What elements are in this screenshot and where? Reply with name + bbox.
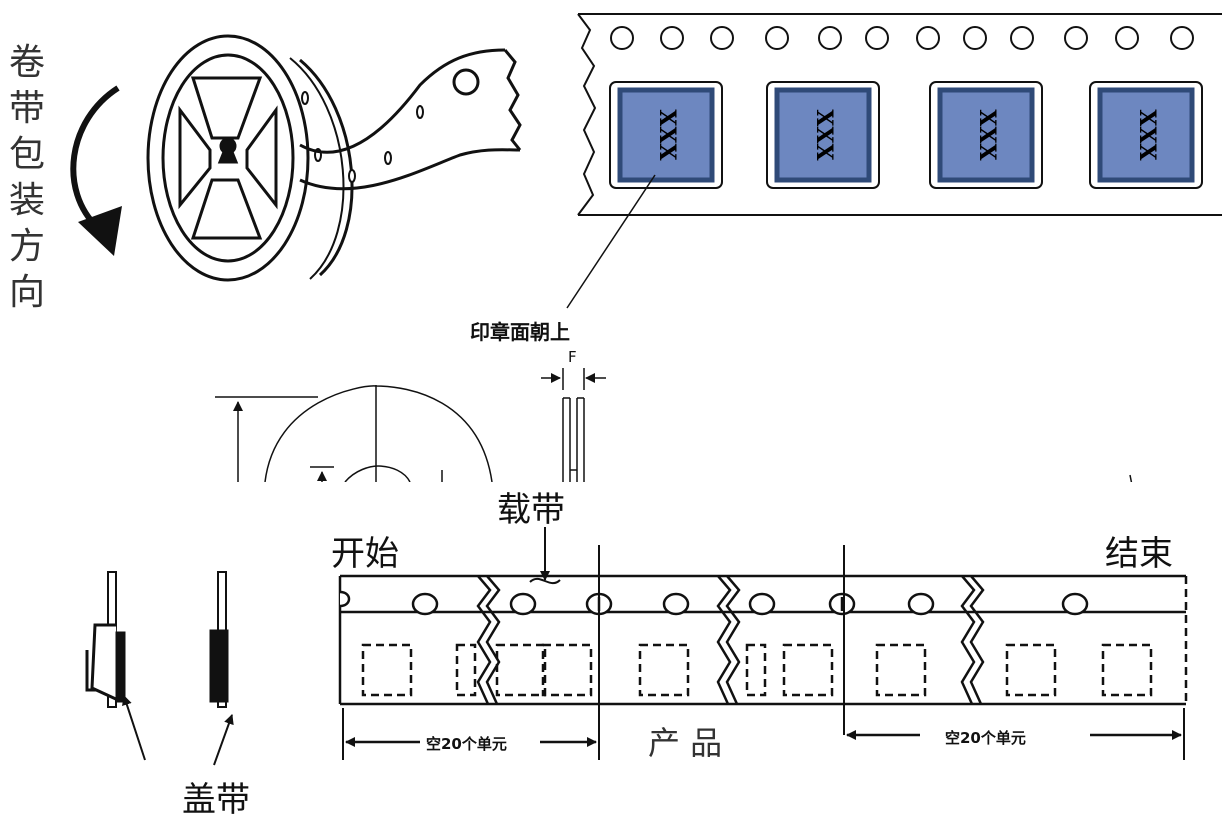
label-char: 带 <box>8 88 45 129</box>
cover-tape-label: 盖带 <box>182 780 250 820</box>
unwound-tape <box>299 48 522 191</box>
winding-direction-arrow <box>70 85 122 256</box>
label-char: 向 <box>8 272 45 313</box>
sprocket-hole <box>1010 26 1034 50</box>
chip-marking: XXX <box>654 109 680 161</box>
trailer-label: 空20个单元 <box>945 729 1026 747</box>
leader-label: 空20个单元 <box>426 735 507 753</box>
chip: XXX <box>929 81 1043 189</box>
sprocket-hole <box>963 26 987 50</box>
sprocket-hole <box>1170 26 1194 50</box>
sprocket-hole <box>865 26 889 50</box>
chip: XXX <box>766 81 880 189</box>
marking-note: 印章面朝上 <box>470 320 570 344</box>
product-label: 产 品 <box>648 724 723 762</box>
sprocket-hole <box>610 26 634 50</box>
carrier-tape-label: 载带 <box>497 490 565 530</box>
chips: XXX XXX XXX XXX <box>609 81 1203 189</box>
chip-marking: XXX <box>1134 109 1160 161</box>
cover-tape-side-view <box>85 571 234 766</box>
image-cut-band <box>200 482 1145 487</box>
bottom-tape-strip <box>338 527 1188 760</box>
label-char: 装 <box>8 180 45 221</box>
reel <box>146 34 424 282</box>
chip: XXX <box>609 81 723 189</box>
sprocket-hole <box>818 26 842 50</box>
chip-marking: XXX <box>811 109 837 161</box>
sprocket-holes <box>610 26 1194 50</box>
winding-direction-label: 卷 带 包 装 方 向 <box>2 40 52 316</box>
dimension-f <box>541 368 606 482</box>
sprocket-hole <box>710 26 734 50</box>
sprocket-hole <box>916 26 940 50</box>
chip: XXX <box>1089 81 1203 189</box>
sprocket-hole <box>1064 26 1088 50</box>
carrier-tape-top: XXX XXX XXX XXX <box>577 13 1222 216</box>
sprocket-hole <box>1115 26 1139 50</box>
chip-marking: XXX <box>974 109 1000 161</box>
sprocket-hole <box>660 26 684 50</box>
sprocket-hole <box>765 26 789 50</box>
start-label: 开始 <box>331 534 399 574</box>
dimension-f-label: F <box>568 348 577 366</box>
label-char: 方 <box>8 226 45 267</box>
label-char: 卷 <box>8 42 45 83</box>
end-label: 结束 <box>1105 534 1173 574</box>
label-char: 包 <box>8 134 45 175</box>
reel-dimension-drawing <box>215 385 1133 486</box>
